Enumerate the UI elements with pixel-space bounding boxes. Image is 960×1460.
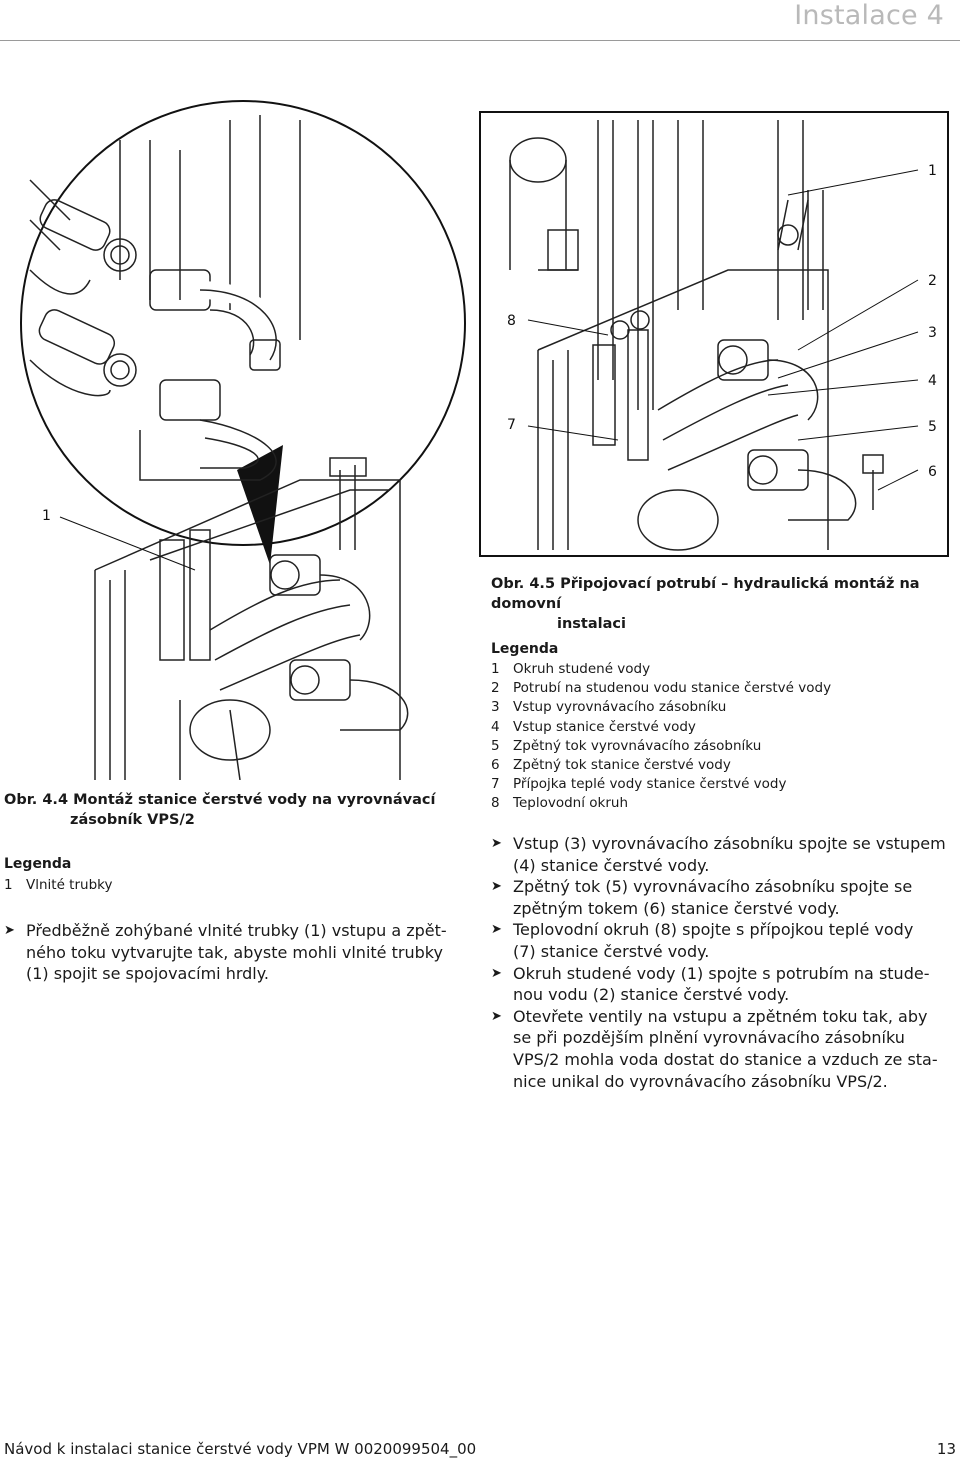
- figure-4-4-caption-text-2: zásobník VPS/2: [70, 812, 195, 828]
- figure-4-5-caption-number: Obr. 4.5: [491, 576, 556, 592]
- step-arrow-icon: ➤: [491, 879, 502, 895]
- legend-item: 8 Teplovodní okruh: [491, 794, 831, 813]
- figure-4-5-callout-2: 2: [928, 273, 937, 289]
- instruction-step: ➤ Teplovodní okruh (8) spojte s přípojko…: [491, 919, 957, 962]
- instruction-step: ➤ Otevřete ventily na vstupu a zpětném t…: [491, 1006, 957, 1092]
- legend-item: 3 Vstup vyrovnávacího zásobníku: [491, 698, 831, 717]
- step-line: Otevřete ventily na vstupu a zpětném tok…: [513, 1006, 928, 1026]
- instruction-step: ➤ Vstup (3) vyrovnávacího zásobníku spoj…: [491, 833, 957, 876]
- step-line: nou vodu (2) stanice čerstvé vody.: [513, 985, 790, 1005]
- legend-item: 6 Zpětný tok stanice čerstvé vody: [491, 756, 831, 775]
- step-line: Vstup (3) vyrovnávacího zásobníku spojte…: [513, 834, 946, 853]
- step-line: (4) stanice čerstvé vody.: [513, 855, 710, 875]
- figure-4-5-caption-text-2: instalaci: [557, 616, 626, 632]
- figure-4-5-caption: Obr. 4.5 Připojovací potrubí – hydraulic…: [491, 574, 951, 634]
- step-arrow-icon: ➤: [491, 1008, 502, 1024]
- step-line: ného toku vytvarujte tak, abyste mohli v…: [26, 942, 443, 962]
- figure-4-5-legend-title: Legenda: [491, 641, 559, 657]
- instruction-step: ➤ Zpětný tok (5) vyrovnávacího zásobníku…: [491, 876, 957, 919]
- section-title: Instalace 4: [794, 0, 944, 31]
- figure-4-5-legend: 1 Okruh studené vody 2 Potrubí na studenou…: [491, 660, 831, 814]
- legend-item: 1 Vlnité trubky: [4, 876, 112, 895]
- step-line: Okruh studené vody (1) spojte s potrubím…: [513, 963, 930, 983]
- figure-4-5-illustration: [479, 111, 949, 557]
- step-line: VPS/2 mohla voda dostat do stanice a vzd…: [513, 1049, 938, 1069]
- instruction-step: ➤ Okruh studené vody (1) spojte s potrub…: [491, 963, 957, 1006]
- legend-item-number: 6: [491, 757, 500, 774]
- legend-item-number: 3: [491, 699, 500, 716]
- legend-item-text: Přípojka teplé vody stanice čerstvé vody: [513, 776, 787, 793]
- footer-page-number: 13: [936, 1440, 956, 1458]
- legend-item-text: Potrubí na studenou vodu stanice čerstvé…: [513, 680, 832, 697]
- figure-4-5-callout-8: 8: [507, 313, 516, 329]
- figure-4-5-callout-3: 3: [928, 325, 937, 341]
- legend-item-number: 1: [4, 877, 13, 893]
- figure-4-5-steps: ➤ Vstup (3) vyrovnávacího zásobníku spoj…: [491, 833, 957, 1092]
- step-line: (7) stanice čerstvé vody.: [513, 941, 710, 961]
- figure-4-5-callout-6: 6: [928, 464, 937, 480]
- figure-4-5-callout-7: 7: [507, 417, 516, 433]
- footer-document-title: Návod k instalaci stanice čerstvé vody V…: [4, 1440, 477, 1458]
- legend-item-text: Zpětný tok vyrovnávacího zásobníku: [513, 737, 762, 754]
- legend-item-number: 5: [491, 737, 500, 754]
- step-line: Předběžně zohýbané vlnité trubky (1) vst…: [26, 921, 447, 940]
- legend-item-text: Teplovodní okruh: [513, 795, 628, 812]
- header-rule: [0, 40, 960, 41]
- step-line: se při pozdějším plnění vyrovnávacího zá…: [513, 1028, 905, 1048]
- legend-item-number: 2: [491, 680, 500, 697]
- step-arrow-icon: ➤: [4, 923, 15, 938]
- step-line: zpětným tokem (6) stanice čerstvé vody.: [513, 898, 840, 918]
- legend-item-text: Okruh studené vody: [513, 661, 651, 677]
- step-arrow-icon: ➤: [491, 836, 502, 851]
- figure-4-5-callout-4: 4: [928, 373, 937, 389]
- legend-item-text: Vstup stanice čerstvé vody: [513, 718, 696, 735]
- figure-4-4-caption-text: Montáž stanice čerstvé vody na vyrovnáva…: [73, 792, 436, 808]
- legend-item: 1 Okruh studené vody: [491, 660, 831, 679]
- step-line: nice unikal do vyrovnávacího zásobníku V…: [513, 1071, 888, 1091]
- legend-item: 7 Přípojka teplé vody stanice čerstvé vod…: [491, 775, 831, 794]
- legend-item-number: 7: [491, 776, 500, 793]
- step-line: Teplovodní okruh (8) spojte s přípojkou …: [513, 920, 914, 940]
- figure-4-4-steps: ➤ Předběžně zohýbané vlnité trubky (1) v…: [4, 920, 464, 985]
- figure-4-4-caption: Obr. 4.4 Montáž stanice čerstvé vody na …: [4, 790, 464, 830]
- figure-4-5-callout-1: 1: [928, 163, 937, 179]
- legend-item-text: Zpětný tok stanice čerstvé vody: [513, 757, 731, 774]
- figure-4-5-caption-text: Připojovací potrubí – hydraulická montáž…: [491, 576, 920, 612]
- legend-item: 2 Potrubí na studenou vodu stanice čerstv…: [491, 679, 831, 698]
- legend-item-number: 4: [491, 718, 500, 735]
- legend-item-number: 1: [491, 661, 500, 677]
- legend-item-text: Vstup vyrovnávacího zásobníku: [513, 699, 727, 716]
- figure-4-5-callout-5: 5: [928, 419, 937, 435]
- legend-item-number: 8: [491, 795, 500, 812]
- step-line: Zpětný tok (5) vyrovnávacího zásobníku s…: [513, 877, 913, 897]
- figure-4-4-caption-number: Obr. 4.4: [4, 792, 69, 808]
- legend-item: 4 Vstup stanice čerstvé vody: [491, 718, 831, 737]
- step-arrow-icon: ➤: [491, 922, 502, 938]
- legend-item-text: Vlnité trubky: [26, 877, 113, 893]
- figure-4-4-illustration: [20, 100, 466, 780]
- legend-item: 5 Zpětný tok vyrovnávacího zásobníku: [491, 737, 831, 756]
- step-arrow-icon: ➤: [491, 965, 502, 981]
- figure-4-4-callout-1: 1: [42, 508, 51, 524]
- step-line: (1) spojit se spojovacími hrdly.: [26, 964, 270, 984]
- figure-4-4-legend-title: Legenda: [4, 856, 72, 872]
- figure-4-4-legend: 1 Vlnité trubky: [4, 876, 112, 895]
- instruction-step: ➤ Předběžně zohýbané vlnité trubky (1) v…: [4, 920, 464, 985]
